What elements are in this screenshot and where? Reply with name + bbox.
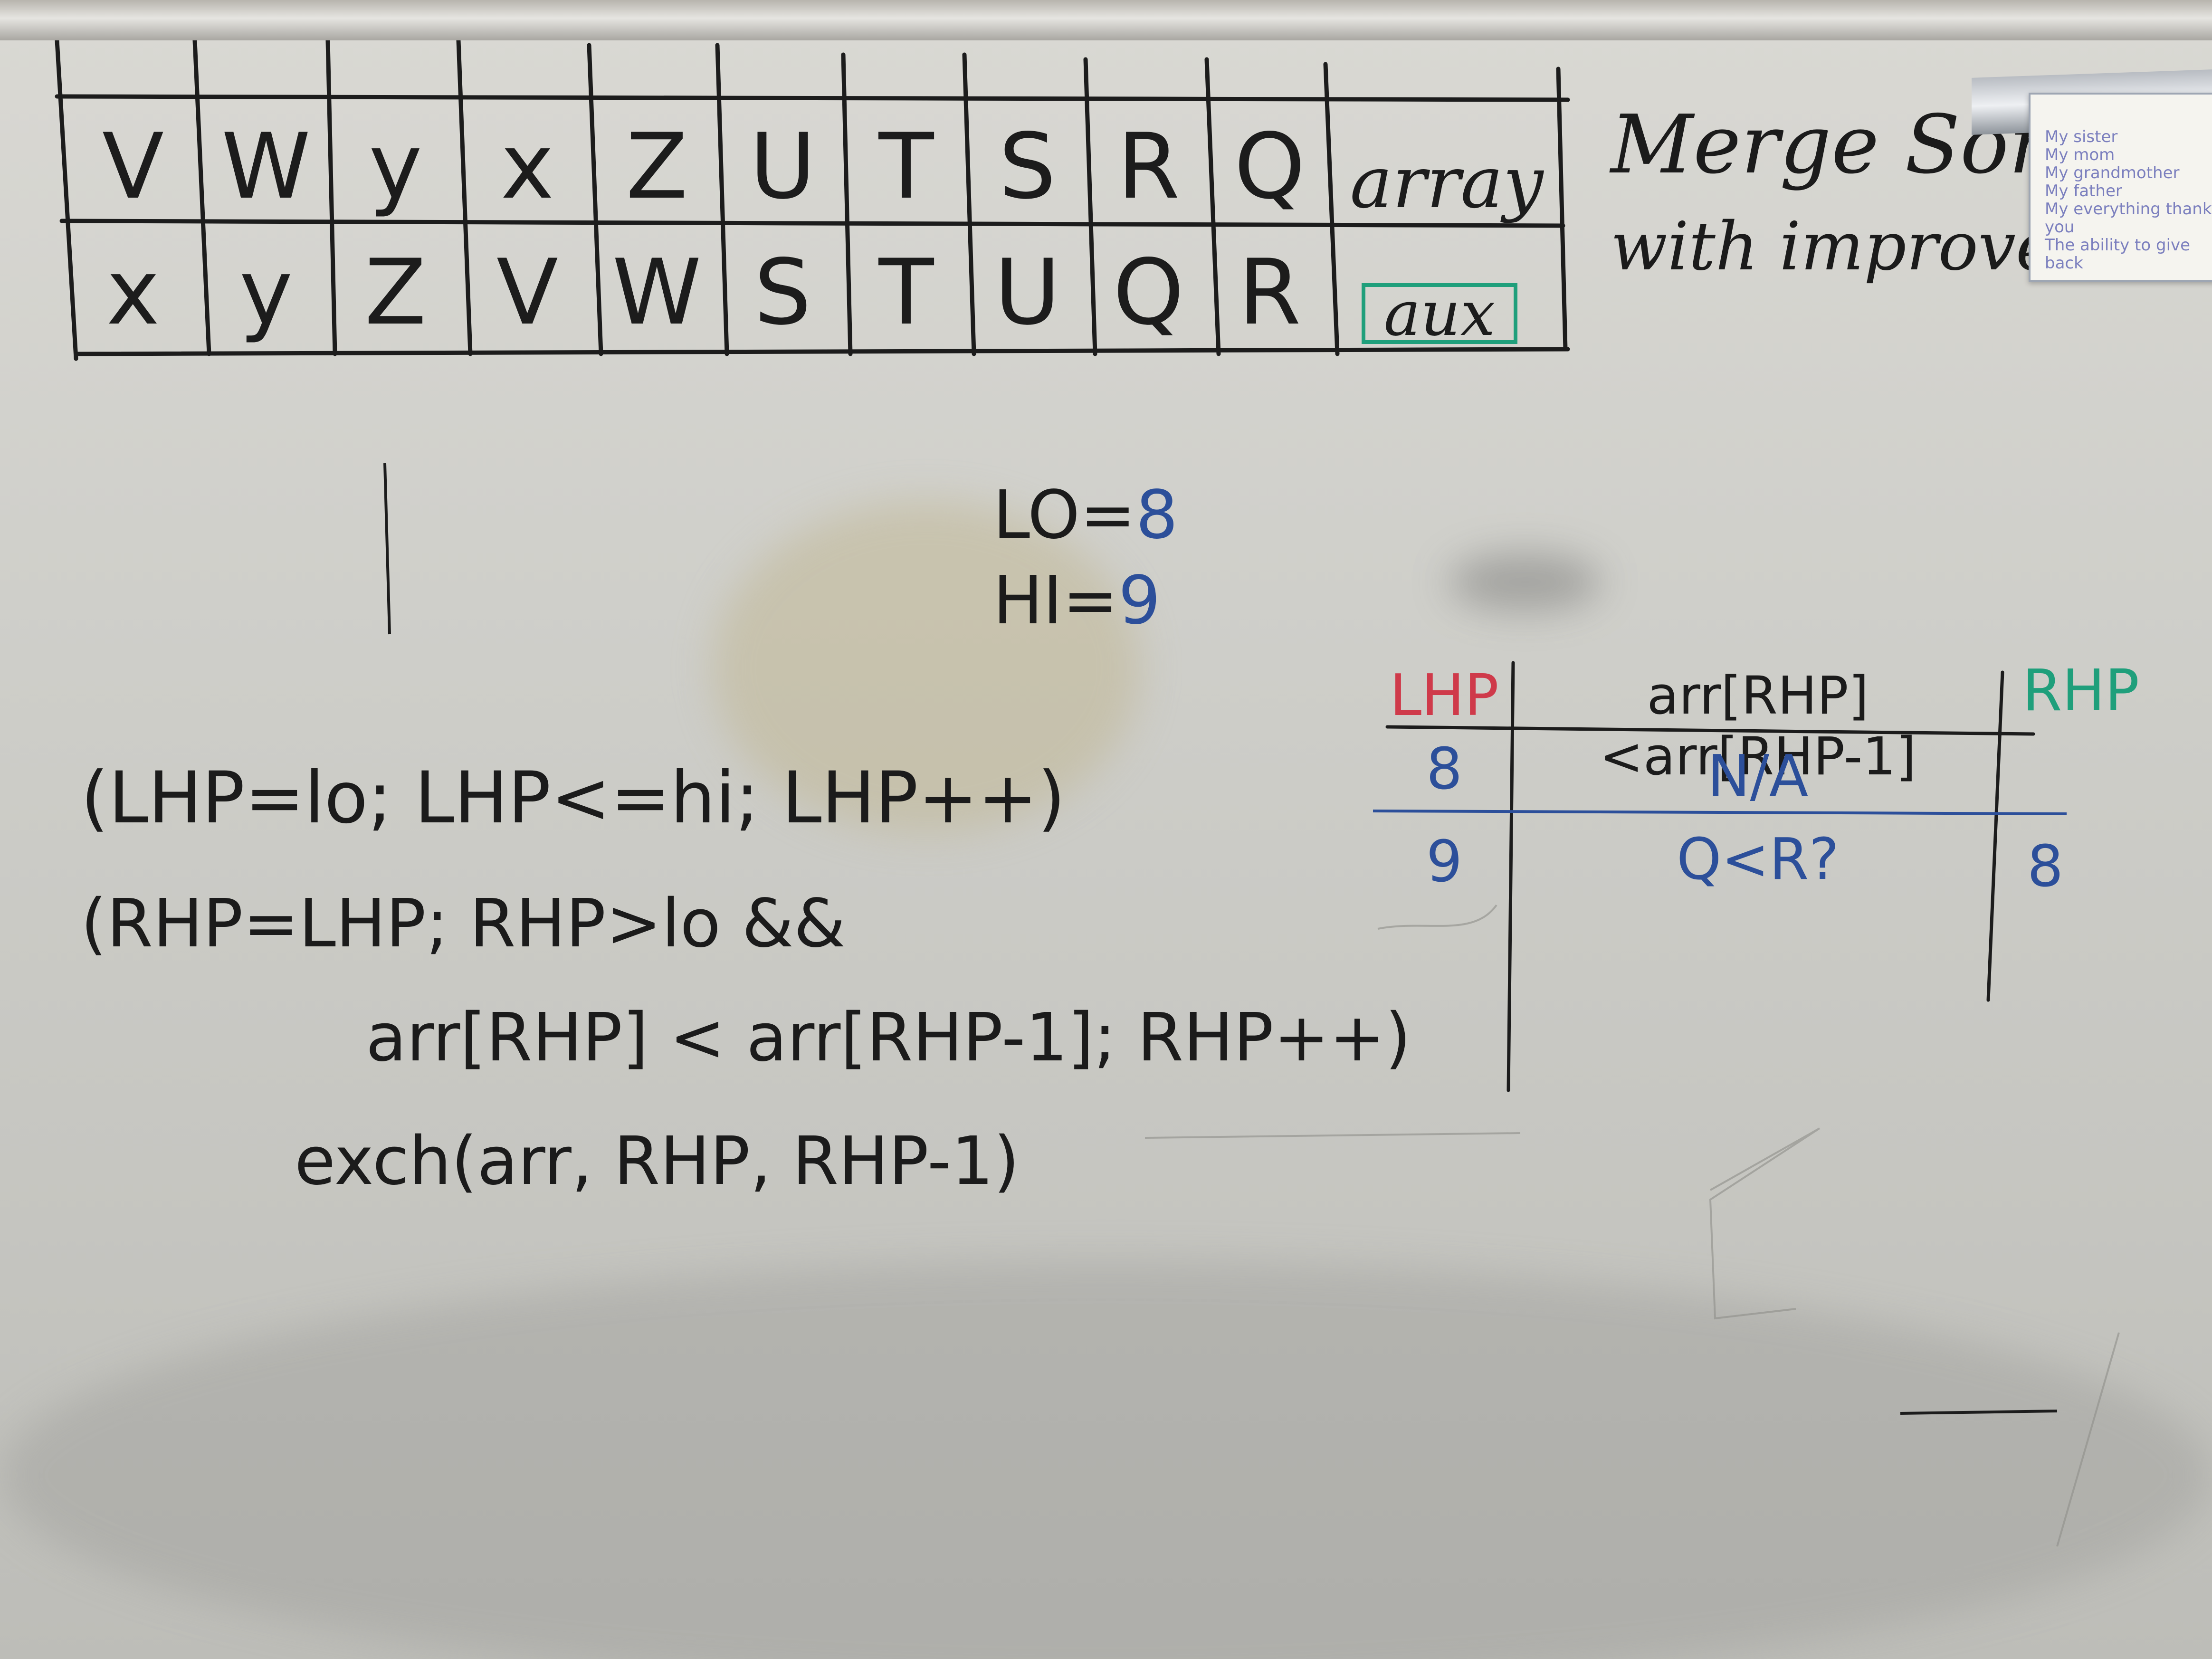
hi-value: 9 bbox=[1118, 562, 1161, 639]
code-line-outer-loop: (LHP=lo; LHP<=hi; LHP++) bbox=[81, 757, 1066, 839]
grid-cell: x bbox=[500, 114, 554, 219]
trace-header-condition: arr[RHP]<arr[RHP-1] bbox=[1599, 665, 1916, 787]
grid-cell: W bbox=[612, 239, 702, 345]
lo-bound: LO=8 bbox=[993, 482, 1178, 549]
trace-row-1-condition: N/A bbox=[1707, 744, 1809, 810]
lower-shadow bbox=[0, 1261, 2212, 1659]
trace-row-2-rhp: 8 bbox=[2027, 834, 2064, 900]
note-line: My mom bbox=[2045, 145, 2115, 164]
grid-cell: V bbox=[102, 114, 164, 219]
drawn-lines bbox=[55, 38, 2120, 1547]
note-line: My everything thank you bbox=[2045, 200, 2212, 237]
trace-header-lhp: LHP bbox=[1390, 663, 1499, 729]
grid-cell: Q bbox=[1113, 239, 1184, 345]
grid-cell: S bbox=[999, 114, 1056, 219]
grid-cell: W bbox=[221, 114, 311, 219]
grid-cell: y bbox=[239, 239, 293, 345]
lo-label: LO= bbox=[993, 477, 1136, 554]
grid-cell: R bbox=[1238, 239, 1301, 345]
stain bbox=[713, 501, 1140, 834]
note-line: My father bbox=[2045, 181, 2122, 200]
grid-label-aux: aux bbox=[1383, 277, 1496, 350]
code-line-exch: exch(arr, RHP, RHP-1) bbox=[295, 1123, 1020, 1200]
grid-cell: Q bbox=[1234, 114, 1306, 219]
hi-bound: HI=9 bbox=[993, 568, 1161, 634]
grid-cell: T bbox=[878, 114, 934, 219]
note-line: My sister bbox=[2045, 127, 2118, 146]
hi-label: HI= bbox=[993, 562, 1118, 639]
lo-value: 8 bbox=[1135, 477, 1178, 554]
code-line-condition: arr[RHP] < arr[RHP-1]; RHP++) bbox=[366, 999, 1411, 1077]
grid-cell: S bbox=[754, 239, 811, 345]
grid-cell: R bbox=[1117, 114, 1180, 219]
grid-cell: T bbox=[878, 239, 934, 345]
note-line: My grandmother bbox=[2045, 163, 2180, 182]
trace-row-1-lhp: 8 bbox=[1426, 736, 1463, 802]
note-line: The ability to give back bbox=[2045, 236, 2191, 273]
grid-cell: Z bbox=[364, 239, 427, 345]
grid-cell: U bbox=[994, 239, 1061, 345]
grid-cell: y bbox=[369, 114, 422, 219]
paper-note-icon: My sister My mom My grandmother My fathe… bbox=[2029, 93, 2212, 282]
code-line-inner-loop: (RHP=LHP; RHP>lo && bbox=[81, 885, 846, 963]
grid-label-array: array bbox=[1350, 142, 1544, 224]
grid-cell: U bbox=[749, 114, 816, 219]
trace-header-rhp: RHP bbox=[2022, 658, 2139, 724]
trace-row-2-condition: Q<R? bbox=[1676, 827, 1840, 893]
grid-cell: V bbox=[496, 239, 558, 345]
trace-row-2-lhp: 9 bbox=[1426, 829, 1463, 895]
grid-cell: x bbox=[106, 239, 160, 345]
whiteboard: V W y x Z U T S R Q array x y Z V W S T … bbox=[0, 26, 2212, 1659]
aux-highlight-box bbox=[1362, 283, 1517, 344]
eraser-smudge bbox=[1449, 553, 1601, 610]
board-top-frame bbox=[0, 0, 2212, 40]
grid-cell: Z bbox=[626, 114, 688, 219]
